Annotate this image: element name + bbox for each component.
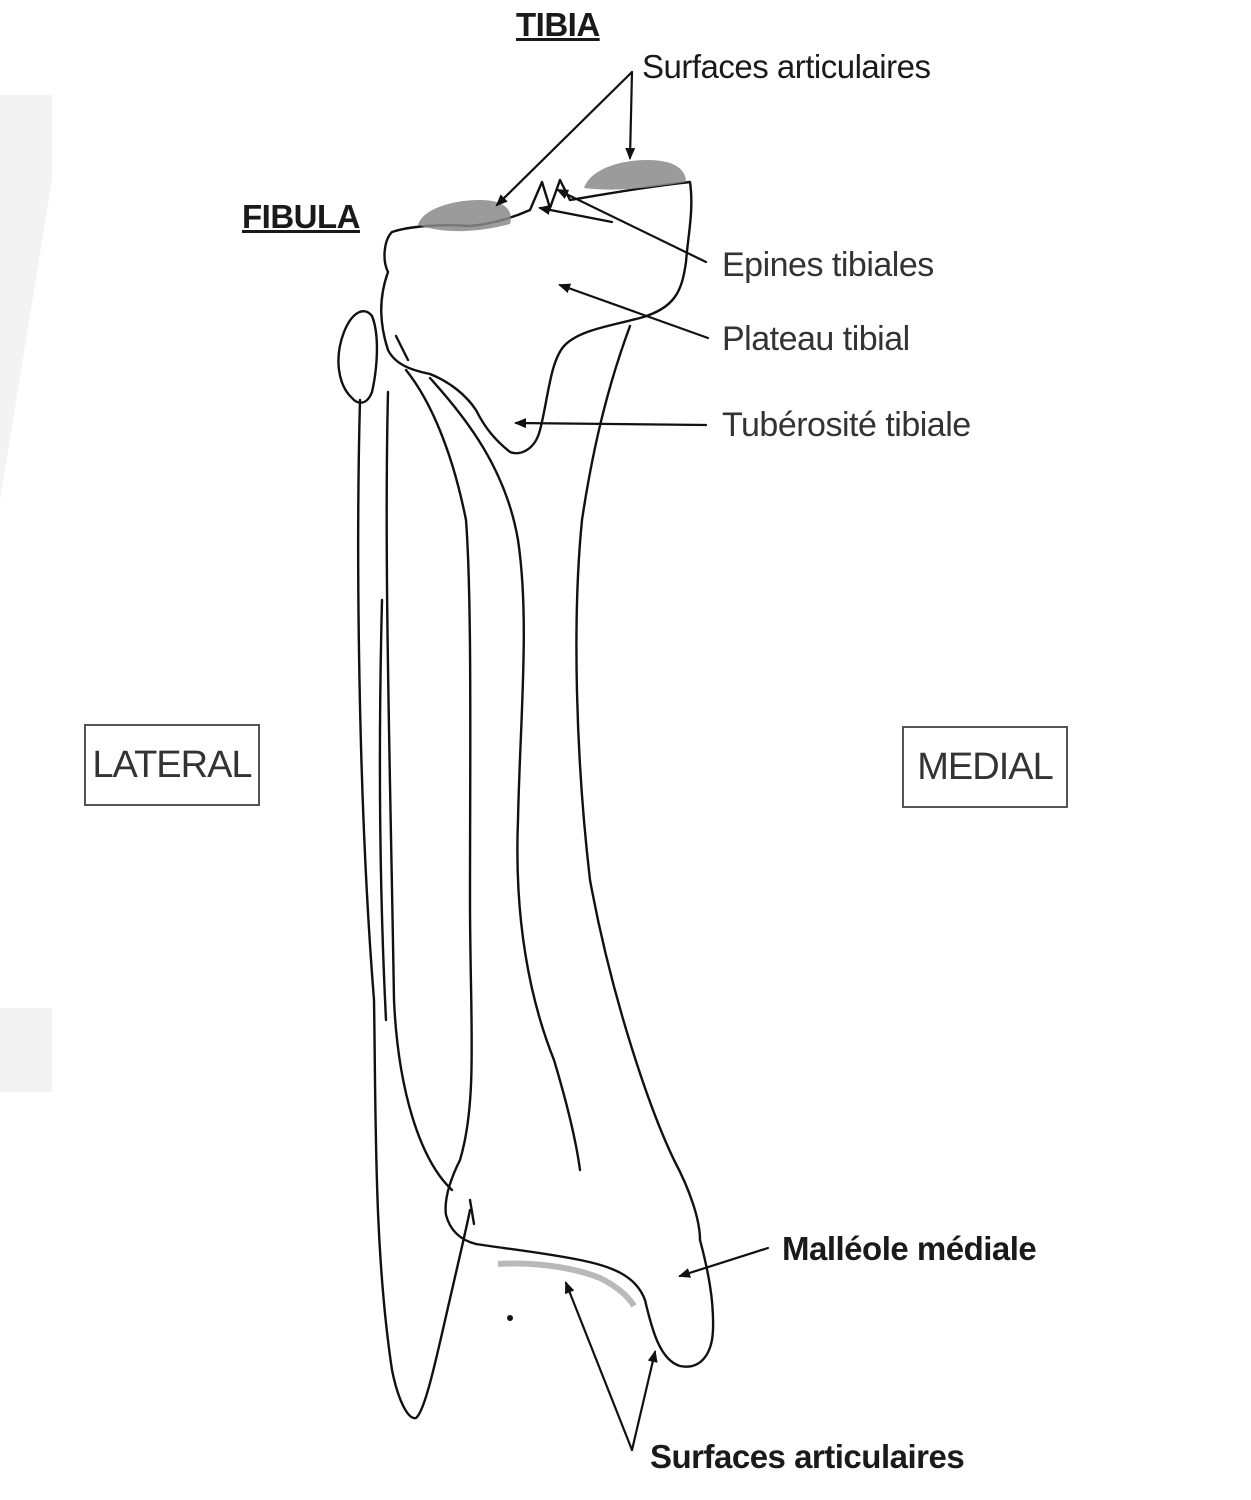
fibula-shaft-outer	[358, 400, 470, 1418]
arrow-surfaces-bottom-1	[566, 1283, 632, 1450]
fibula-head	[338, 311, 376, 402]
fibula-title: FIBULA	[242, 198, 360, 236]
lateral-box: LATERAL	[84, 724, 260, 806]
background-shade-top	[0, 95, 52, 500]
label-tuberosite-tibiale: Tubérosité tibiale	[722, 406, 971, 445]
tibia-anterior-crest	[430, 378, 580, 1170]
label-malleole-mediale: Malléole médiale	[782, 1230, 1036, 1268]
fibula-bone	[338, 311, 470, 1418]
background-shade-bottom	[0, 1008, 52, 1092]
label-plateau-tibial: Plateau tibial	[722, 320, 910, 359]
label-surfaces-articulaires-top: Surfaces articulaires	[642, 48, 930, 86]
fibula-crest	[380, 600, 386, 1020]
arrow-surfaces-top-medial	[630, 72, 632, 158]
tibia-lateral-border	[406, 370, 476, 1244]
arrow-epines-1	[558, 190, 706, 262]
tibia-title: TIBIA	[516, 6, 600, 44]
tibia-distal-articular	[476, 1240, 713, 1367]
fibula-shaft-inner	[387, 392, 452, 1190]
tibia-bone	[381, 180, 713, 1367]
tibia-fibular-notch	[396, 336, 408, 360]
arrow-surfaces-bottom-2	[632, 1352, 655, 1450]
arrow-plateau	[560, 285, 708, 338]
articular-surfaces	[418, 160, 686, 1321]
label-epines-tibiales: Epines tibiales	[722, 246, 934, 285]
arrow-tuberosite	[516, 423, 706, 425]
label-surfaces-articulaires-bottom: Surfaces articulaires	[650, 1438, 964, 1476]
tibia-medial-border	[576, 326, 700, 1240]
medial-box: MEDIAL	[902, 726, 1068, 808]
arrow-malleole	[680, 1248, 768, 1276]
distal-dot	[507, 1315, 513, 1321]
